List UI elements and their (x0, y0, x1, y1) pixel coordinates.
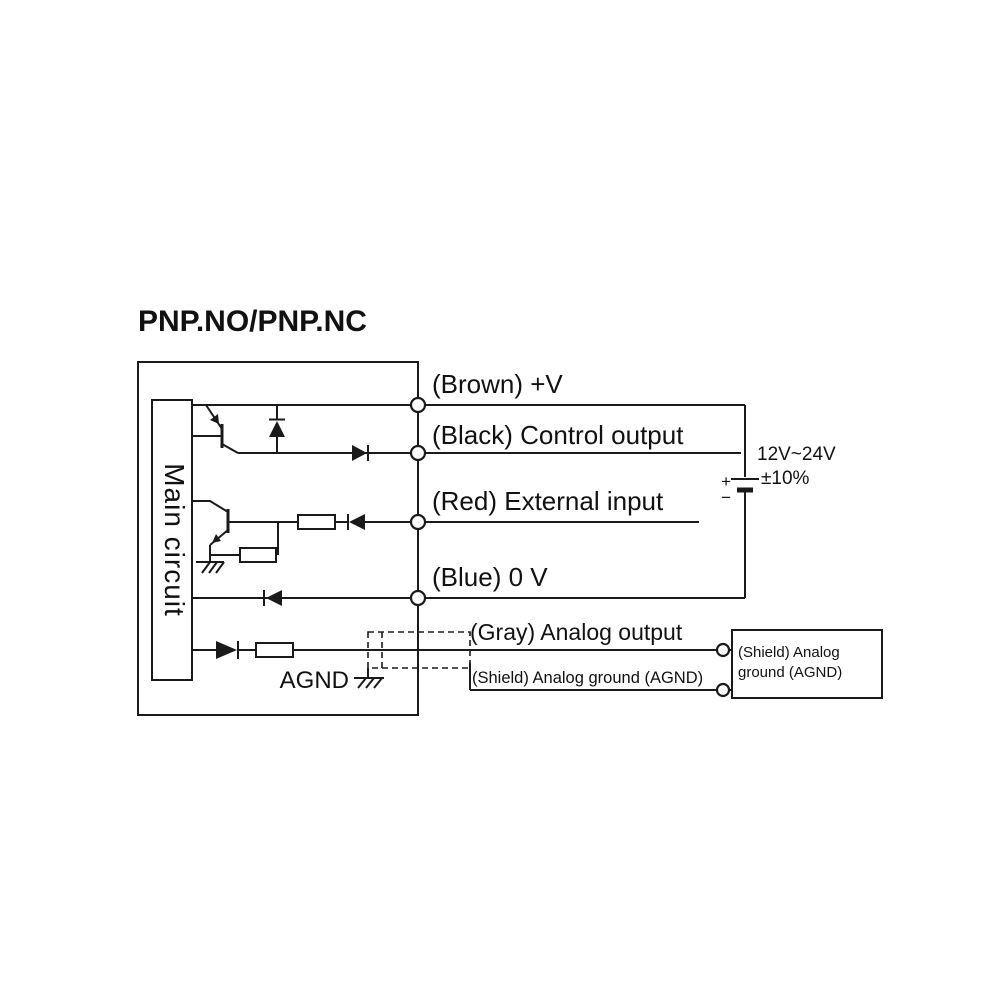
clamp-diode (269, 405, 285, 453)
terminal-blue (409, 589, 427, 607)
battery-minus-sign: − (721, 488, 731, 507)
label-gray-wire: (Gray) Analog output (470, 619, 683, 645)
base-pulldown-resistor (210, 522, 279, 563)
agnd-label: AGND (280, 667, 349, 694)
analog-ground-box (731, 629, 883, 699)
diagram-title: PNP.NO/PNP.NC (138, 305, 367, 338)
label-red-wire: (Red) External input (432, 486, 664, 516)
terminal-black (409, 444, 427, 462)
label-shield-wire: (Shield) Analog ground (AGND) (472, 669, 703, 687)
emitter-arrow (210, 414, 219, 424)
cable-shield-dashed-box (367, 631, 471, 669)
label-black-wire: (Black) Control output (432, 420, 684, 450)
analog-ground-box-line1: (Shield) Analog (738, 644, 840, 661)
power-supply-symbol (731, 405, 759, 598)
input-series-diode (347, 514, 365, 530)
label-blue-wire: (Blue) 0 V (432, 562, 548, 592)
terminal-brown (409, 396, 427, 414)
analog-ground-box-line2: ground (AGND) (738, 664, 842, 681)
battery-plus-sign: + (721, 472, 731, 491)
terminal-gray (715, 642, 731, 658)
input-transistor (192, 500, 230, 562)
zero-v-diode (263, 590, 282, 606)
input-series-resistor (297, 514, 336, 530)
agnd-ground-symbol (354, 668, 384, 689)
emitter-arrow (212, 534, 221, 543)
output-series-diode (352, 445, 369, 461)
analog-output-diode (216, 641, 239, 659)
analog-series-resistor (255, 642, 294, 658)
supply-tolerance-label: ±10% (761, 468, 810, 489)
terminal-shield (715, 682, 731, 698)
input-ground-symbol (196, 561, 225, 574)
terminal-red (409, 513, 427, 531)
main-circuit-box (151, 399, 193, 681)
pnp-output-transistor (192, 404, 239, 454)
label-brown-wire: (Brown) +V (432, 369, 563, 399)
supply-voltage-label: 12V~24V (757, 444, 836, 465)
main-circuit-label: Main circuit (159, 463, 190, 617)
